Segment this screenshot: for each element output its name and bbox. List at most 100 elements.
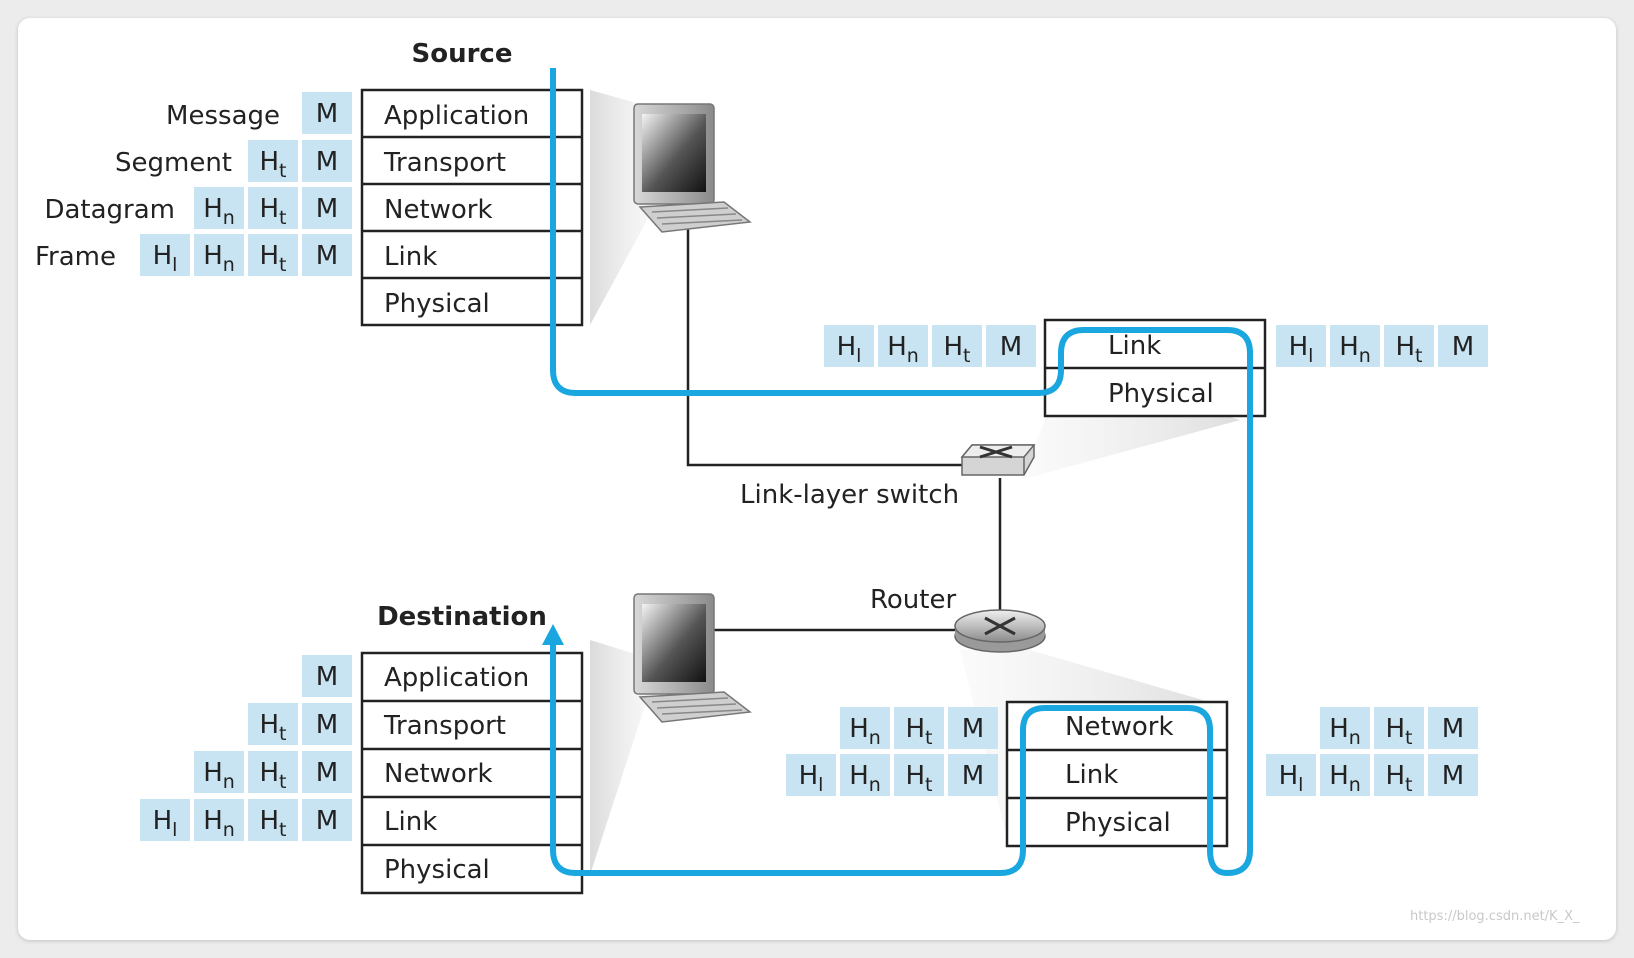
path-arrowhead	[542, 624, 564, 645]
destination-computer-icon	[633, 593, 752, 723]
header-cell	[1266, 754, 1316, 796]
header-n-cell-text: Hn	[203, 241, 235, 276]
destination-layer-transport: Transport	[383, 711, 506, 741]
router-stack: Network Link Physical	[1005, 700, 1229, 848]
header-cell	[1428, 754, 1478, 796]
header-t-cell-text: Ht	[259, 241, 286, 276]
header-n-cell-text: Hn	[849, 714, 881, 749]
source-computer-icon	[633, 103, 752, 233]
header-cell	[1330, 325, 1380, 367]
header-cell	[302, 140, 352, 182]
source-layer-physical: Physical	[384, 289, 490, 319]
header-n-cell-text: Hn	[203, 806, 235, 841]
source-layer-link: Link	[384, 242, 437, 272]
router-label: Router	[870, 585, 956, 615]
header-cell	[302, 187, 352, 229]
header-cell	[932, 325, 982, 367]
header-cell	[1374, 754, 1424, 796]
header-cell	[302, 234, 352, 276]
message-cell-text: M	[316, 710, 338, 740]
destination-layer-application: Application	[384, 663, 529, 693]
source-title: Source	[412, 39, 513, 69]
header-cell	[194, 799, 244, 841]
header-cell	[824, 325, 874, 367]
header-cell	[986, 325, 1036, 367]
message-cell-text: M	[316, 147, 338, 177]
header-cell	[1276, 325, 1326, 367]
source-to-switch-wire	[686, 222, 990, 467]
header-cell	[1320, 707, 1370, 749]
source-layer-application: Application	[384, 101, 529, 131]
header-cell	[248, 140, 298, 182]
message-cell-text: M	[1442, 761, 1464, 791]
header-cell	[140, 234, 190, 276]
header-cell	[302, 92, 352, 134]
switch-label: Link-layer switch	[740, 480, 959, 510]
header-cell	[1438, 325, 1488, 367]
router-layer-link: Link	[1065, 760, 1118, 790]
header-cell	[1320, 754, 1370, 796]
network-wires	[686, 222, 1002, 632]
message-label: Message	[166, 101, 280, 131]
destination-layer-link: Link	[384, 807, 437, 837]
header-cell	[840, 754, 890, 796]
header-cell	[248, 751, 298, 793]
router-layer-network: Network	[1065, 712, 1174, 742]
message-cell-text: M	[316, 241, 338, 271]
header-cell	[786, 754, 836, 796]
message-cell-text: M	[316, 806, 338, 836]
header-cell	[894, 754, 944, 796]
switch-icon	[960, 444, 1036, 476]
destination-host-projection	[590, 640, 655, 875]
header-cell	[302, 655, 352, 697]
message-cell-text: M	[316, 194, 338, 224]
header-cell	[1428, 707, 1478, 749]
message-cell-text: M	[316, 99, 338, 129]
header-cell	[302, 703, 352, 745]
destination-layer-physical: Physical	[384, 855, 490, 885]
source-stack: Source Application Transport Network Lin…	[35, 39, 584, 327]
header-cell	[248, 187, 298, 229]
watermark: https://blog.csdn.net/K_X_	[1410, 909, 1580, 924]
switch-layer-link: Link	[1108, 331, 1161, 361]
header-cell	[248, 799, 298, 841]
header-cell	[948, 707, 998, 749]
message-cell-text: M	[1442, 714, 1464, 744]
source-layer-transport: Transport	[383, 148, 506, 178]
header-n-cell-text: Hn	[203, 758, 235, 793]
source-layer-network: Network	[384, 195, 493, 225]
header-cell	[1374, 707, 1424, 749]
router-icon	[954, 609, 1046, 653]
header-cell	[840, 707, 890, 749]
header-cell	[302, 799, 352, 841]
switch-layer-physical: Physical	[1108, 379, 1214, 409]
message-cell-text: M	[962, 761, 984, 791]
message-cell-text: M	[316, 662, 338, 692]
message-cell-text: M	[962, 714, 984, 744]
switch-stack: Link Physical	[1043, 318, 1267, 418]
message-cell-text: M	[1452, 332, 1474, 362]
header-cell	[878, 325, 928, 367]
header-cell	[948, 754, 998, 796]
message-cell-text: M	[316, 758, 338, 788]
message-cell-text: M	[1000, 332, 1022, 362]
frame-label: Frame	[35, 242, 116, 272]
router-layer-physical: Physical	[1065, 808, 1171, 838]
datagram-label: Datagram	[44, 195, 175, 225]
destination-stack: Destination Application Transport Networ…	[360, 602, 584, 895]
header-cell	[140, 799, 190, 841]
destination-title: Destination	[377, 602, 547, 632]
packet-path	[550, 68, 1253, 876]
header-cell	[194, 234, 244, 276]
segment-label: Segment	[115, 148, 232, 178]
header-cell	[1384, 325, 1434, 367]
header-cell	[194, 751, 244, 793]
header-cell	[302, 751, 352, 793]
header-cell	[248, 234, 298, 276]
header-cell	[894, 707, 944, 749]
destination-layer-network: Network	[384, 759, 493, 789]
header-cell	[248, 703, 298, 745]
header-cell	[194, 187, 244, 229]
